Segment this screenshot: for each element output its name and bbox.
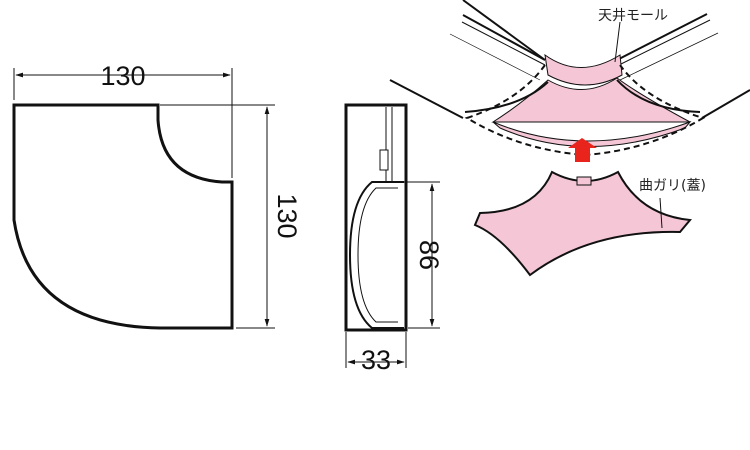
corner-cover-leader — [659, 197, 663, 229]
front-view: 130 130 — [12, 61, 302, 330]
corner-cover-label: 曲ガリ(蓋) — [639, 178, 706, 194]
side-height-dimension-label: 86 — [414, 240, 444, 270]
width-dimension-label: 130 — [100, 61, 145, 91]
side-view: 86 33 — [344, 103, 444, 375]
ceiling-molding-label: 天井モール — [598, 8, 668, 24]
ceiling-molding-leader — [614, 21, 621, 63]
installation-illustration: 天井モール 曲ガリ(蓋) — [389, 0, 750, 277]
depth-dimension-label: 33 — [361, 345, 391, 375]
install-arrow-icon — [568, 138, 597, 162]
height-dimension-label: 130 — [272, 193, 302, 238]
